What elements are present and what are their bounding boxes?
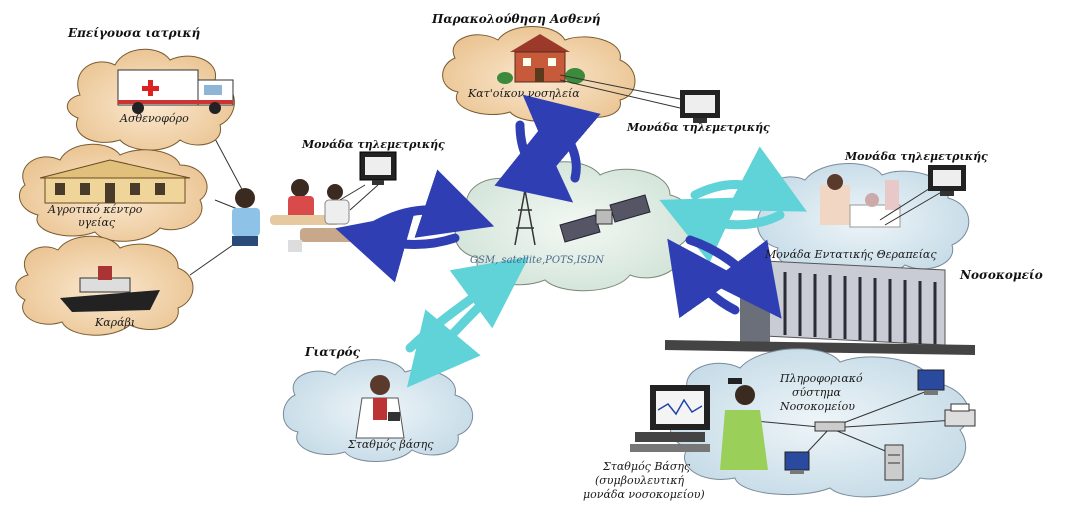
field-medics-icon	[232, 179, 360, 252]
telemetry-field-label: Μονάδα τηλεμετρικής	[302, 138, 445, 151]
doctor-icon	[355, 375, 405, 439]
station-label-1: Σταθμός Βάσης	[603, 460, 691, 473]
telemetry-monitor-hospital-icon	[928, 165, 966, 196]
link-arrows	[335, 94, 807, 388]
server-icon	[884, 444, 904, 481]
ship-icon	[60, 266, 160, 312]
network-label: GSM, satellite,POTS,ISDN	[470, 255, 605, 266]
station-label-3: μονάδα νοσοκομείου)	[583, 488, 705, 501]
doctor-title: Γιατρός	[305, 345, 360, 359]
building-icon	[39, 159, 191, 204]
house-icon	[497, 34, 585, 84]
satellite-icon	[559, 194, 651, 243]
cloud-health-center	[18, 143, 208, 242]
workstation-icon	[630, 378, 768, 470]
cloud-home-care	[442, 26, 686, 122]
telemetry-home-label: Μονάδα τηλεμετρικής	[627, 121, 770, 134]
his-label-2: σύστημα	[792, 386, 841, 399]
hospital-label: Νοσοκομείο	[960, 268, 1043, 282]
network-hub-icon	[814, 421, 846, 432]
cloud-icu	[756, 163, 970, 278]
icu-label: Μονάδα Εντατικής Θεραπείας	[765, 248, 937, 261]
telemetry-hospital-label: Μονάδα τηλεμετρικής	[845, 150, 988, 163]
base-station-label: Σταθμός βάσης	[348, 438, 434, 451]
pc-icon	[784, 369, 945, 474]
station-label-2: (συμβουλευτική	[595, 474, 685, 487]
ambulance-label: Ασθενοφόρο	[120, 112, 189, 125]
cloud-ambulance	[66, 48, 235, 151]
his-label-3: Νοσοκομείου	[780, 400, 855, 413]
patient-monitoring-title: Παρακολούθηση Ασθενή	[432, 12, 601, 26]
icu-staff-icon	[820, 174, 901, 228]
telemetry-monitor-home-icon	[680, 90, 720, 123]
printer-icon	[944, 403, 976, 427]
hospital-building-icon	[665, 259, 975, 355]
ship-label: Καράβι	[95, 316, 136, 329]
ambulance-icon	[117, 69, 234, 114]
health-center-label-1: Αγροτικό κέντρο	[48, 203, 143, 216]
health-center-label-2: υγείας	[78, 216, 116, 229]
cloud-hospital-information-system	[669, 348, 976, 498]
home-care-label: Κατ'οίκον νοσηλεία	[468, 87, 580, 100]
telemetry-monitor-field-icon	[339, 151, 397, 211]
cloud-ship	[15, 235, 194, 336]
his-label-1: Πληροφοριακό	[780, 372, 863, 385]
emergency-title: Επείγουσα ιατρική	[68, 26, 201, 40]
